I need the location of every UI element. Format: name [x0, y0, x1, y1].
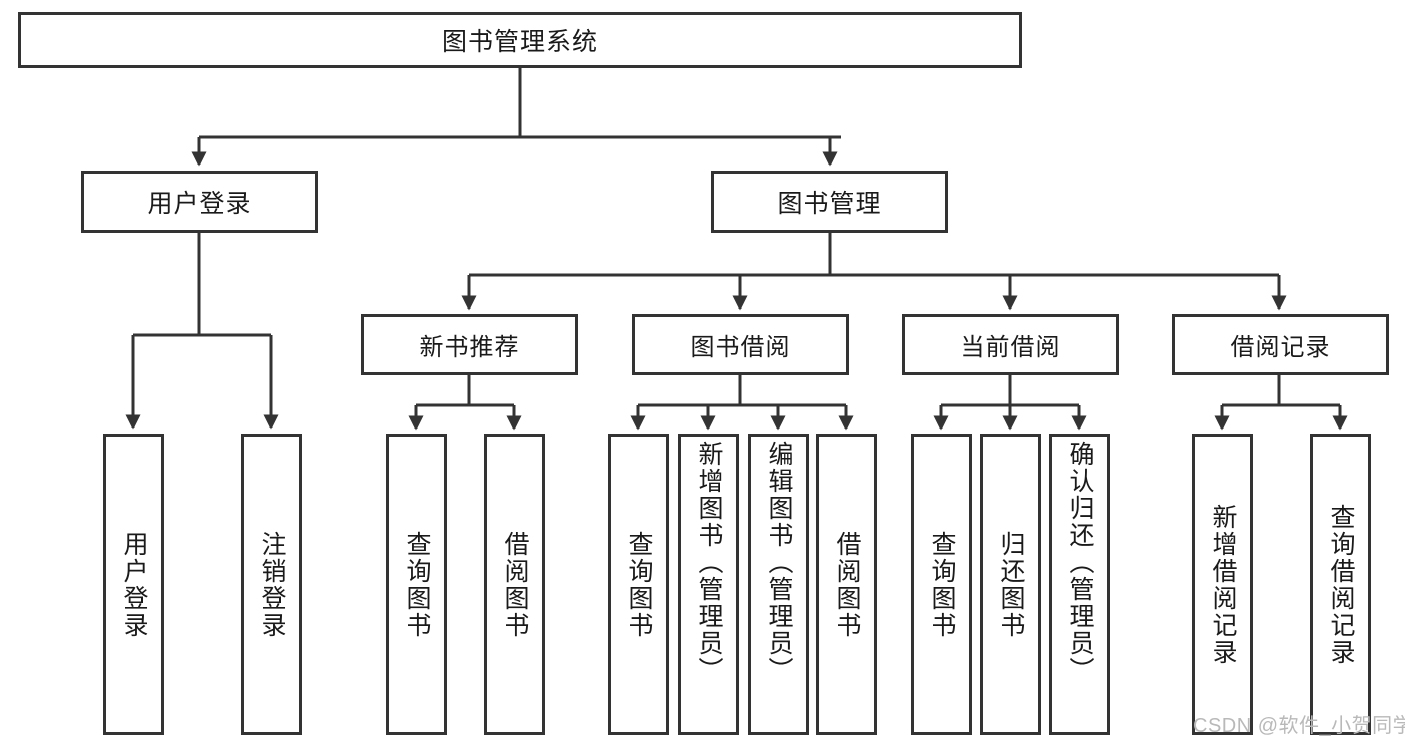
node-user-login[interactable]: 用户登录	[81, 171, 318, 233]
leaf-current-borrow-query-label: 查询图书	[928, 530, 956, 639]
node-user-login-label: 用户登录	[147, 190, 252, 218]
node-current-borrow-label: 当前借阅	[960, 334, 1061, 361]
csdn-watermark: CSDN @软件_小贺同学	[1193, 715, 1405, 737]
node-new-book-recommend-label: 新书推荐	[419, 334, 520, 361]
leaf-borrow-record-query[interactable]: 查询借阅记录	[1310, 434, 1371, 735]
leaf-user-login-login[interactable]: 用户登录	[103, 434, 164, 735]
leaf-borrow-record-add[interactable]: 新增借阅记录	[1192, 434, 1253, 735]
leaf-book-borrow-borrow[interactable]: 借阅图书	[816, 434, 877, 735]
node-new-book-recommend[interactable]: 新书推荐	[361, 314, 578, 375]
node-root-system-label: 图书管理系统	[441, 28, 598, 56]
leaf-current-borrow-confirm[interactable]: 确认归还（管理员）	[1049, 434, 1110, 735]
leaf-new-book-borrow[interactable]: 借阅图书	[484, 434, 545, 735]
leaf-current-borrow-return[interactable]: 归还图书	[980, 434, 1041, 735]
leaf-book-borrow-edit-label: 编辑图书（管理员）	[765, 441, 793, 684]
leaf-book-borrow-add-label: 新增图书（管理员）	[695, 441, 723, 684]
leaf-current-borrow-return-label: 归还图书	[997, 530, 1025, 639]
leaf-new-book-query[interactable]: 查询图书	[386, 434, 447, 735]
node-borrow-record[interactable]: 借阅记录	[1172, 314, 1389, 375]
leaf-book-borrow-query-label: 查询图书	[625, 530, 653, 639]
leaf-new-book-borrow-label: 借阅图书	[501, 530, 529, 639]
leaf-user-login-logout[interactable]: 注销登录	[241, 434, 302, 735]
leaf-book-borrow-edit[interactable]: 编辑图书（管理员）	[748, 434, 809, 735]
node-book-borrow[interactable]: 图书借阅	[632, 314, 849, 375]
leaf-borrow-record-query-label: 查询借阅记录	[1327, 503, 1355, 666]
leaf-book-borrow-borrow-label: 借阅图书	[833, 530, 861, 639]
node-book-management[interactable]: 图书管理	[711, 171, 948, 233]
node-borrow-record-label: 借阅记录	[1230, 334, 1331, 361]
node-book-management-label: 图书管理	[777, 190, 882, 218]
leaf-borrow-record-add-label: 新增借阅记录	[1209, 503, 1237, 666]
leaf-user-login-logout-label: 注销登录	[258, 530, 286, 639]
node-root-system[interactable]: 图书管理系统	[18, 12, 1022, 68]
leaf-book-borrow-query[interactable]: 查询图书	[608, 434, 669, 735]
leaf-book-borrow-add[interactable]: 新增图书（管理员）	[678, 434, 739, 735]
leaf-new-book-query-label: 查询图书	[403, 530, 431, 639]
node-current-borrow[interactable]: 当前借阅	[902, 314, 1119, 375]
leaf-user-login-login-label: 用户登录	[120, 530, 148, 639]
leaf-current-borrow-confirm-label: 确认归还（管理员）	[1066, 441, 1094, 684]
node-book-borrow-label: 图书借阅	[690, 334, 791, 361]
leaf-current-borrow-query[interactable]: 查询图书	[911, 434, 972, 735]
